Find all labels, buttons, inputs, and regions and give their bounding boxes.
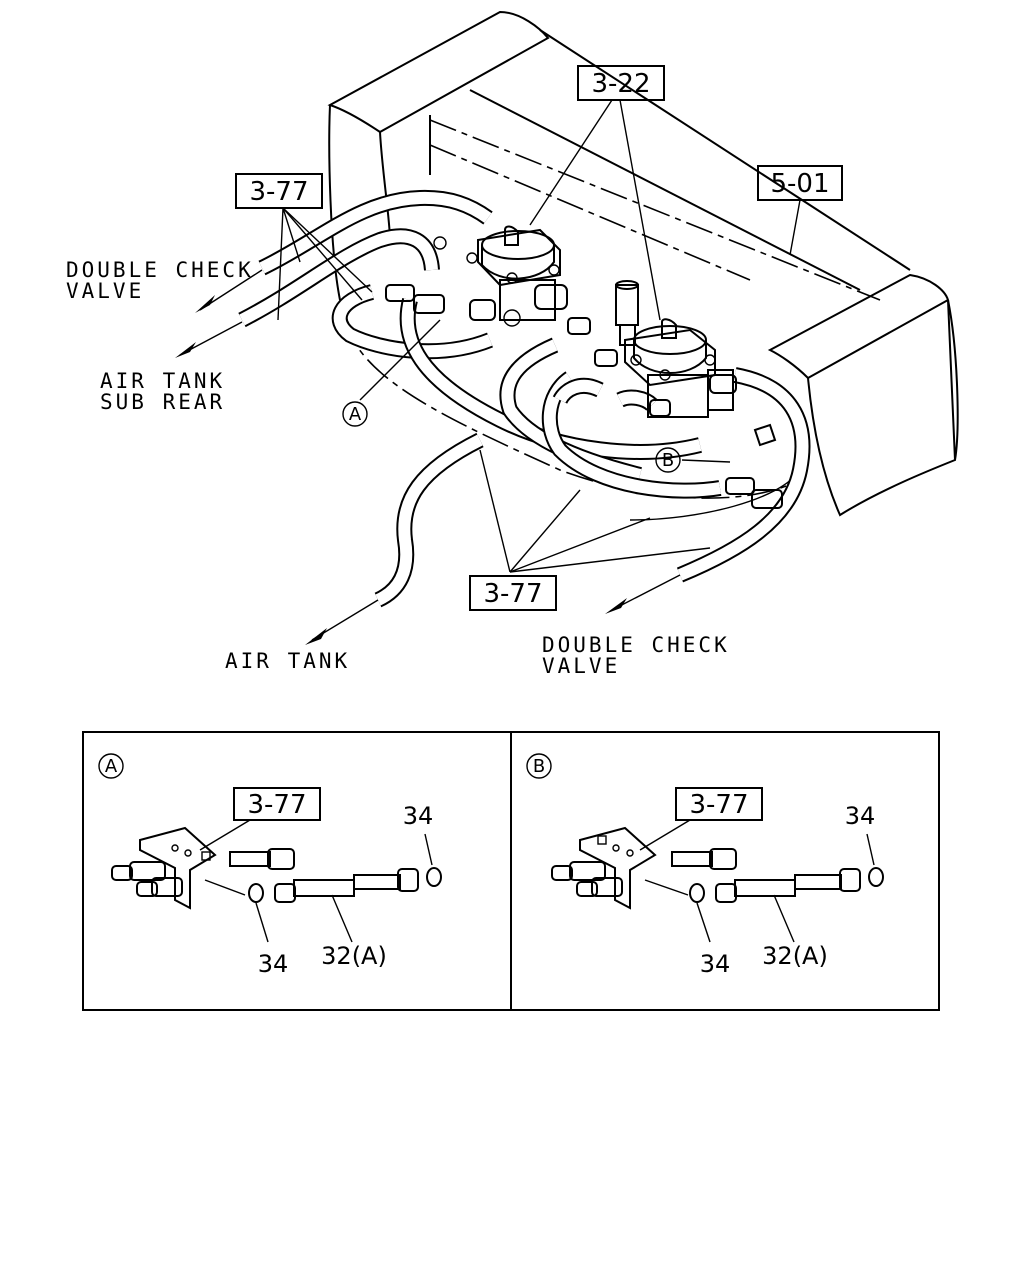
ref-3-77-bottom: 3-77 xyxy=(469,575,557,611)
label-double-check-valve-top-line2: VALVE xyxy=(66,279,144,303)
detail-b: B 3-77 34 34 32(A) xyxy=(526,753,884,978)
ref-3-77-top: 3-77 xyxy=(235,173,323,209)
ref-3-77-bottom-text: 3-77 xyxy=(483,579,542,609)
callout-b-text: B xyxy=(662,450,674,471)
detail-a-part-34-top: 34 xyxy=(403,802,434,830)
detail-b-part-34-bottom: 34 xyxy=(700,950,731,978)
detail-a-ref: 3-77 xyxy=(247,790,306,820)
detail-a-part-32: 32(A) xyxy=(321,942,387,970)
label-double-check-valve-top-line1: DOUBLE CHECK xyxy=(66,258,254,282)
label-air-tank-sub-rear-line2: SUB REAR xyxy=(100,390,225,414)
callout-b: B xyxy=(655,447,681,473)
callout-a: A xyxy=(342,401,368,427)
relay-valve-left xyxy=(433,225,591,335)
fittings xyxy=(385,284,783,509)
detail-a-part-34-bottom: 34 xyxy=(258,950,289,978)
detail-b-part-34-top: 34 xyxy=(845,802,876,830)
air-hoses xyxy=(238,189,811,608)
detail-a: A 3-77 34 34 32(A) xyxy=(98,753,442,978)
ref-3-22-text: 3-22 xyxy=(591,69,650,99)
detail-a-marker: A xyxy=(105,756,118,777)
label-double-check-valve-bottom-line2: VALVE xyxy=(542,654,620,678)
detail-frame xyxy=(82,731,940,1011)
label-air-tank: AIR TANK xyxy=(225,649,350,673)
detail-b-marker: B xyxy=(533,756,545,777)
ref-3-77-top-text: 3-77 xyxy=(249,177,308,207)
ref-5-01: 5-01 xyxy=(757,165,843,201)
detail-b-part-32: 32(A) xyxy=(762,942,828,970)
detail-b-ref: 3-77 xyxy=(689,790,748,820)
label-double-check-valve-bottom-line1: DOUBLE CHECK xyxy=(542,633,730,657)
ref-3-22: 3-22 xyxy=(577,65,665,101)
ref-5-01-text: 5-01 xyxy=(770,169,829,199)
relay-valve-right xyxy=(594,280,777,447)
leader-lines xyxy=(175,99,801,645)
callout-a-text: A xyxy=(349,404,362,425)
label-air-tank-sub-rear-line1: AIR TANK xyxy=(100,369,225,393)
